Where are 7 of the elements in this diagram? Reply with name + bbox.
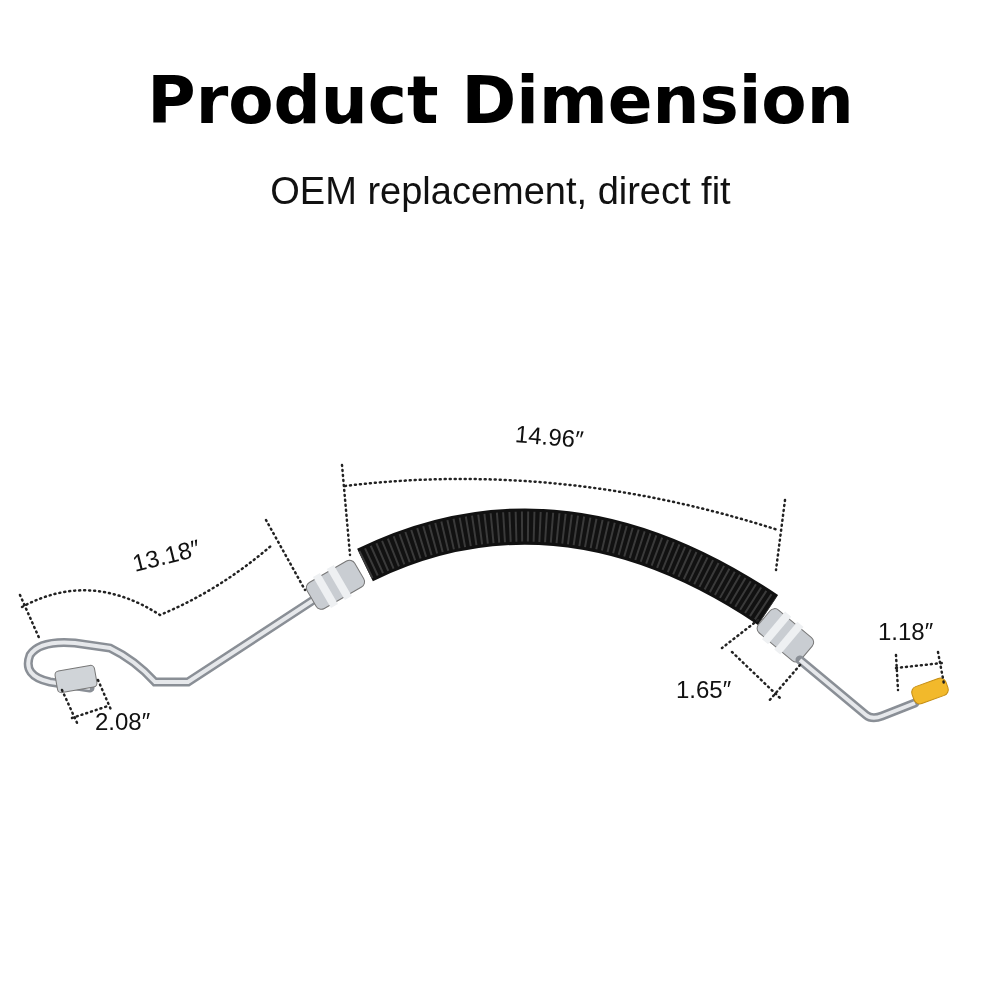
dimension-label: 2.08″: [95, 708, 151, 736]
subtitle: OEM replacement, direct fit: [269, 170, 732, 213]
dimension-label: 13.18″: [129, 534, 203, 578]
dimension-label: 14.96″: [513, 420, 585, 454]
dimension-label: 1.65″: [676, 676, 732, 704]
title: Product Dimension: [146, 62, 855, 139]
dimension-label: 1.18″: [878, 618, 934, 646]
